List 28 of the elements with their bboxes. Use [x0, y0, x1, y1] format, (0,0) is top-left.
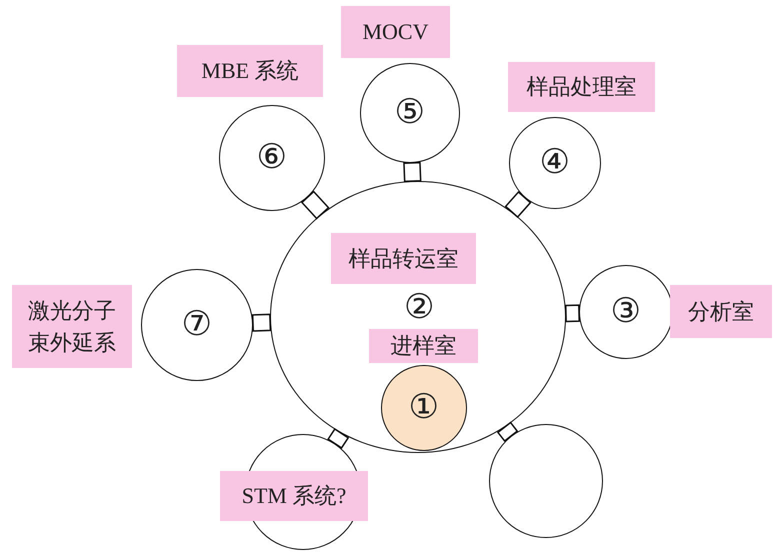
label-box: 样品转运室 — [331, 233, 476, 284]
port-tube — [504, 191, 532, 218]
label-box: 分析室 — [670, 285, 772, 338]
port-tube — [496, 422, 518, 442]
chamber-circle — [489, 424, 603, 538]
label-box: STM 系统? — [220, 471, 368, 521]
chamber-circle — [219, 105, 325, 211]
port-tube — [327, 428, 350, 449]
label-box: 激光分子束外延系 — [12, 285, 132, 368]
circled-number: ① — [407, 388, 440, 428]
label-box: MOCV — [341, 6, 450, 58]
circled-number: ⑤ — [393, 93, 426, 133]
port-tube — [403, 162, 422, 182]
circled-number: ③ — [609, 292, 642, 332]
circled-number: ④ — [538, 143, 570, 183]
chamber-circle — [509, 117, 601, 209]
port-tube — [564, 304, 580, 322]
label-box: MBE 系统 — [177, 45, 323, 97]
port-tube — [252, 314, 272, 332]
label-box: 样品处理室 — [508, 62, 655, 112]
circled-number: ⑦ — [180, 305, 212, 345]
circled-number: ② — [403, 288, 435, 328]
label-box: 进样室 — [369, 329, 478, 363]
chamber-circle — [270, 181, 566, 453]
chamber-circle — [141, 269, 253, 381]
chamber-circle — [360, 63, 460, 163]
port-tube — [300, 190, 330, 220]
circled-number: ⑥ — [255, 138, 288, 178]
